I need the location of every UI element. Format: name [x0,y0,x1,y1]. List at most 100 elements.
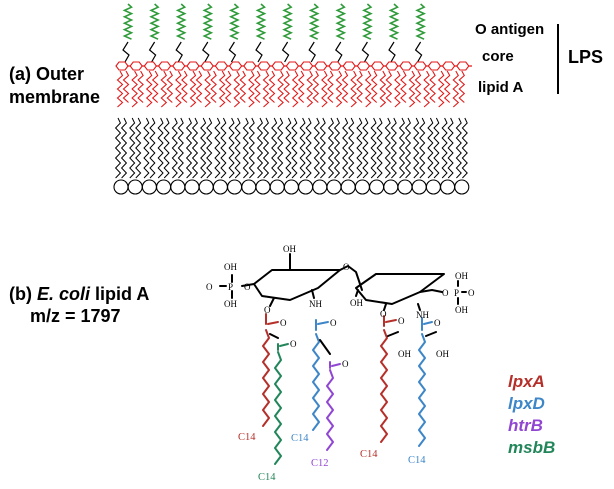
phospholipid-tail [333,117,341,179]
nh-label-1: NH [309,299,322,309]
phospholipid-head [184,179,200,195]
chain-lpxd-1 [312,333,320,431]
phospholipid-tail [413,117,420,179]
lipid-a-acyl-chain [122,70,130,103]
lipid-a-acyl-chain [189,70,197,108]
carbonyl-2 [315,319,329,331]
lipid-a-sugar [285,61,300,71]
phospholipid-tail [313,117,320,179]
chain-label-1: C14 [238,432,256,443]
phospholipid-tail [441,117,448,179]
lipid-a-sugar [186,61,200,71]
core-oligosaccharide [122,41,130,63]
oh-label-chain-1: OH [398,349,411,359]
lipid-a-acyl-chain [195,70,203,103]
right-phosphate-bonds [419,280,467,305]
phospholipid-tail [149,117,156,179]
lipid-a-acyl-chain [160,70,168,108]
phospholipid-tail [171,117,178,179]
panel-a-label-line1: (a) Outer [9,64,85,84]
nh-label-2: NH [416,310,429,320]
lipid-a-acyl-chain [210,70,217,103]
ring-linker [339,265,363,291]
phospholipid-tail [214,117,221,179]
o-label-right-1: O [442,288,449,298]
lipid-a-sugar [299,61,314,71]
lipid-a-sugar [243,61,257,71]
phospholipid-head [283,179,299,195]
phospholipid-tail [242,117,249,179]
o-antigen-chain [149,3,161,40]
lipid-a-acyl-chain [443,70,451,103]
oh-label-ring-2: OH [350,298,363,308]
o-antigen-chain [202,3,214,40]
phospholipid-tail [248,117,255,179]
phospholipid-tail [390,117,397,179]
phospholipid-tail [256,117,264,179]
panel-a-label-line2: membrane [9,87,101,107]
carbonyl-5 [277,343,289,351]
lipid-a-sugar [314,61,328,71]
phospholipid-tail [234,117,241,179]
phospholipid-tail [271,117,278,179]
phospholipid-head [141,179,157,195]
chain-lpxa-1 [262,329,270,427]
phospholipid-head [212,179,228,195]
core-oligosaccharide [281,41,290,63]
phospholipid-tail [461,117,468,179]
phospholipid-head [269,179,285,195]
lipid-a-sugar [200,61,214,71]
lipid-a-acyl-chain [385,70,393,103]
ring-substituent-bonds [269,289,421,311]
phospholipid-tail [404,117,412,179]
phospholipid-tail [185,117,193,179]
chain-label-5: C14 [360,449,378,460]
o-label-left-1: O [206,282,213,292]
lipid-a-acyl-chain [429,70,436,103]
phospholipid-tail [299,117,306,179]
outer-membrane [113,3,472,195]
lipid-a-acyl-chain [400,70,407,103]
lipid-a-acyl-chain [233,70,241,108]
phospholipid-head [170,179,186,195]
lipid-a-sugar [441,61,456,71]
phospholipid-tail [277,117,284,179]
phospholipid-head [113,179,129,195]
phospholipid-tail [342,117,349,179]
lipid-a-acyl-chain [151,70,159,103]
core-oligosaccharide [335,41,343,63]
phospholipid-tail [200,117,207,179]
lipid-a-acyl-chain [277,70,284,108]
core-oligosaccharide [388,41,396,63]
p-label-right: P [454,288,459,298]
legend-htrb: htrB [508,416,543,435]
lipid-a-acyl-chain [370,70,378,103]
lipid-a-acyl-chain [452,70,460,108]
lipid-a-acyl-chain [262,70,270,108]
phospholipid-tail [228,117,235,179]
carbonyl-1 [265,313,279,325]
phospholipid-tail [348,117,355,179]
branch-bonds [269,331,437,355]
core-oligosaccharide [255,41,263,63]
lipid-a-acyl-chain [437,70,445,108]
lipid-a-sugar [342,61,356,71]
chain-htrb [326,369,334,451]
lipid-a-acyl-chain [297,70,305,103]
lipid-a-sugar [115,61,129,71]
lipid-a-sugar [413,61,427,71]
lipid-a-acyl-chain [379,70,387,108]
phospholipid-tail [191,117,199,179]
lipid-a-acyl-chain [364,70,372,108]
core-oligosaccharide [202,41,210,63]
o-label-left-2: O [244,282,251,292]
core-oligosaccharide [308,41,316,63]
phospholipid-tail [163,117,170,179]
phospholipid-tail [433,117,440,179]
core-oligosaccharide [361,41,370,63]
lipid-a-sugar [271,61,285,71]
phospholipid-tail [362,117,369,179]
oh-label-left-bottom: OH [224,299,237,309]
lipid-a-label: lipid A [478,79,524,96]
phospholipid-tail [206,117,213,179]
